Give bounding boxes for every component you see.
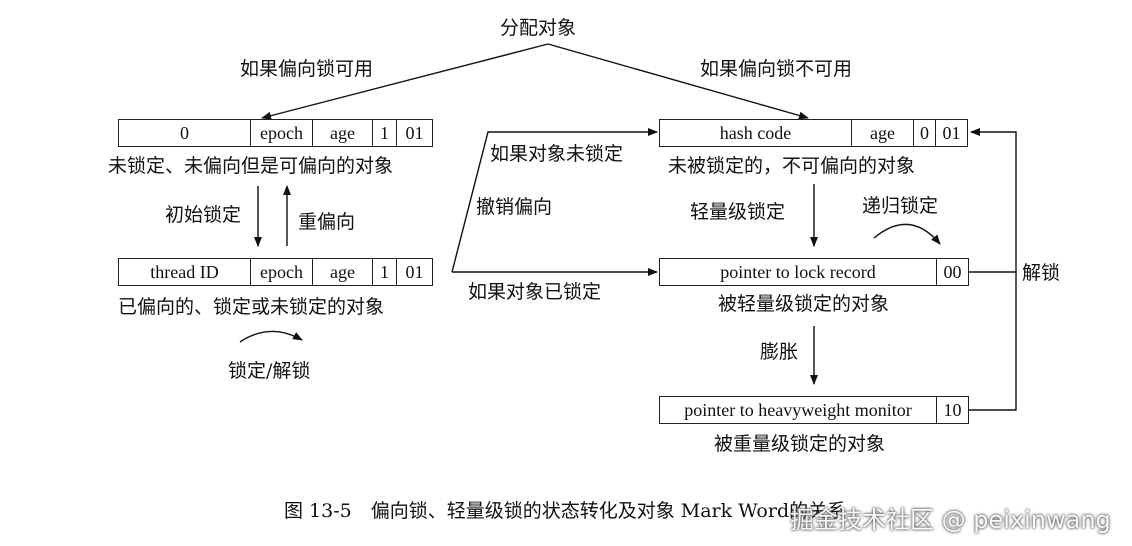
cell-lock-bits: 10: [943, 399, 962, 420]
markword-unlocked-biasable: 0 epoch age 1 01: [118, 119, 433, 147]
cell-hash-code: hash code: [660, 120, 852, 146]
markword-unlocked-nonbiasable: hash code age 0 01: [659, 119, 968, 147]
cell-age: age: [852, 120, 914, 146]
edge-inflate: 膨胀: [760, 341, 799, 363]
cell-epoch: epoch: [251, 120, 313, 146]
caption-unlocked-biasable: 未锁定、未偏向但是可偏向的对象: [108, 155, 394, 177]
arrow-recursive-lock: [873, 223, 941, 245]
arrow-unlock-from-heavy: [968, 128, 1017, 411]
cell-lock-record-ptr: pointer to lock record: [660, 259, 937, 285]
edge-recursive-lock: 递归锁定: [862, 195, 939, 217]
cell-lock-bits: 01: [405, 122, 424, 143]
branch-left-label: 如果偏向锁可用: [240, 58, 374, 80]
arrow-to-nonbiasable: [547, 43, 809, 120]
cell-lock-bits: 01: [942, 122, 961, 143]
cell-age: age: [313, 259, 373, 285]
markword-heavyweight-locked: pointer to heavyweight monitor 10: [659, 396, 969, 424]
cell-lock-bits: 01: [405, 261, 424, 282]
cell-bias-bit: 0: [914, 120, 936, 146]
cell-value: 0: [119, 120, 251, 146]
arrow-to-biasable: [261, 43, 549, 120]
edge-lock-unlock: 锁定/解锁: [228, 360, 311, 382]
markword-biased: thread ID epoch age 1 01: [118, 258, 433, 286]
caption-unlocked-nonbiasable: 未被锁定的，不可偏向的对象: [668, 155, 916, 177]
watermark: 掘金技术社区 @ peixinwang: [790, 506, 1111, 534]
cell-bias-bit: 1: [373, 120, 397, 146]
edge-unlock: 解锁: [1022, 262, 1061, 284]
cell-epoch: epoch: [251, 259, 313, 285]
top-label: 分配对象: [500, 17, 577, 39]
edge-if-locked: 如果对象已锁定: [468, 281, 602, 303]
edge-init-lock: 初始锁定: [165, 204, 242, 226]
caption-biased: 已偏向的、锁定或未锁定的对象: [118, 296, 385, 318]
arrow-lock-unlock: [239, 330, 303, 343]
cell-monitor-ptr: pointer to heavyweight monitor: [660, 397, 937, 423]
figure-caption: 图 13-5 偏向锁、轻量级锁的状态转化及对象 Mark Word的关系: [284, 500, 847, 522]
edge-rebias: 重偏向: [298, 211, 356, 233]
caption-lightweight: 被轻量级锁定的对象: [718, 293, 890, 315]
edge-revoke-bias: 撤销偏向: [476, 196, 553, 218]
cell-age: age: [313, 120, 373, 146]
cell-thread-id: thread ID: [119, 259, 251, 285]
cell-lock-bits: 00: [943, 261, 962, 282]
edge-if-not-locked: 如果对象未锁定: [490, 143, 624, 165]
cell-bias-bit: 1: [373, 259, 397, 285]
edge-lightweight-lock: 轻量级锁定: [690, 201, 786, 223]
branch-right-label: 如果偏向锁不可用: [700, 58, 853, 80]
arrow-if-not-locked: [451, 128, 658, 273]
markword-lightweight-locked: pointer to lock record 00: [659, 258, 969, 286]
caption-heavyweight: 被重量级锁定的对象: [714, 433, 886, 455]
